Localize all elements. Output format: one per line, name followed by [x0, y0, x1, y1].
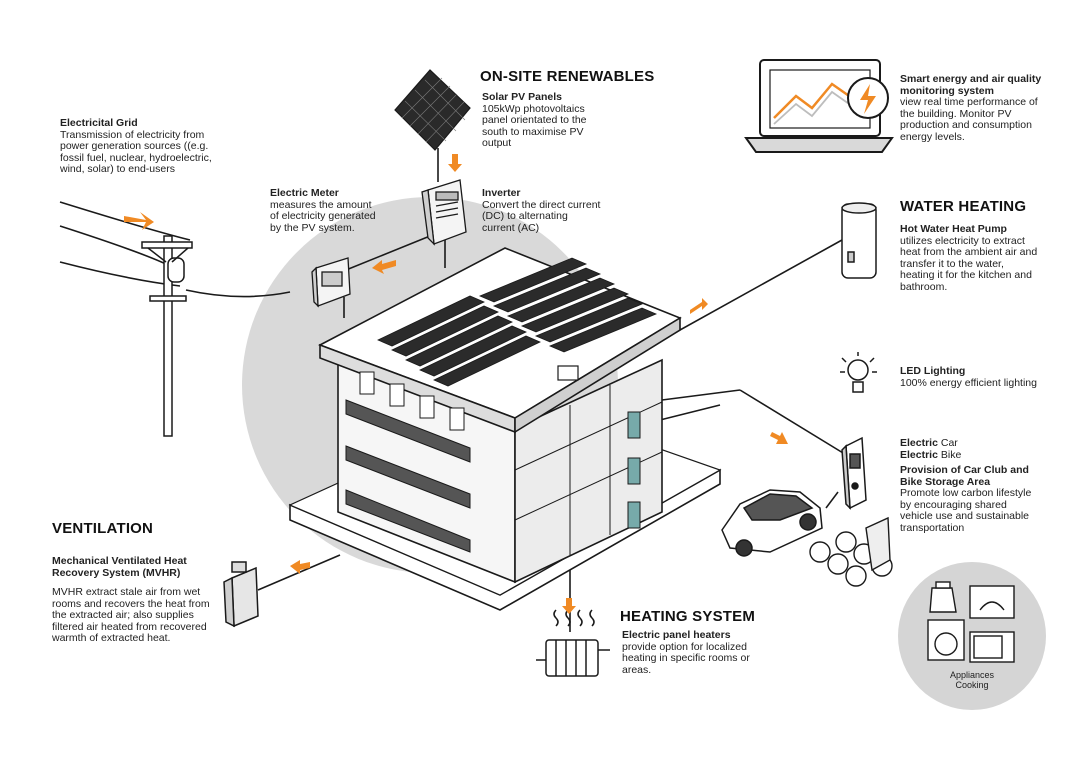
grid-title: Electricital Grid: [60, 117, 138, 129]
meter-title: Electric Meter: [270, 187, 339, 199]
laptop-monitor-icon: [744, 59, 894, 153]
microwave-icon: [969, 631, 1015, 663]
heating-label: Electric panel heaters provide option fo…: [622, 629, 752, 676]
ventilation-heading: VENTILATION: [52, 520, 154, 537]
flow-arrows: [124, 154, 788, 614]
mvhr-unit-icon: [223, 561, 259, 628]
appliances-line: Appliances: [949, 670, 995, 680]
oven-icon: [969, 585, 1015, 619]
water-label: Hot Water Heat Pump utilizes electricity…: [900, 223, 1040, 293]
bicycle-icon: [809, 516, 893, 587]
solar-panel-icon: [394, 69, 471, 151]
mvhr-desc: MVHR extract stale air from wet rooms an…: [52, 586, 210, 644]
inverter-desc: Convert the direct current (DC) to alter…: [482, 198, 601, 234]
electric-car-line: Electric Car: [900, 437, 1040, 450]
appliances-label: Appliances Cooking: [932, 670, 1012, 690]
water-desc: utilizes electricity to extract heat fro…: [900, 234, 1038, 293]
electric-car-rest: Car: [937, 437, 958, 449]
roof-skylight: [557, 365, 579, 381]
grid-desc: Transmission of electricity from power g…: [60, 128, 212, 175]
facade-windows: [345, 371, 471, 553]
heaters-title: Electric panel heaters: [622, 629, 731, 641]
heaters-desc: provide option for localized heating in …: [622, 640, 750, 676]
vehicles-label: Electric Car Electric Bike Provision of …: [900, 437, 1040, 534]
solar-desc: 105kWp photovoltaics panel orientated to…: [482, 102, 587, 149]
arrow-water: [690, 298, 708, 314]
lightbulb-icon: [840, 352, 877, 393]
roof-solar-array: [377, 257, 658, 387]
renewables-heading: ON-SITE RENEWABLES: [480, 68, 655, 85]
water-heating-heading: WATER HEATING: [900, 198, 1027, 215]
arrow-grid: [124, 212, 154, 230]
arrow-meter: [372, 260, 396, 274]
ventilation-label: Mechanical Ventilated Heat Recovery Syst…: [52, 555, 212, 645]
solar-title: Solar PV Panels: [482, 91, 562, 103]
monitoring-label: Smart energy and air quality monitoring …: [900, 73, 1050, 143]
led-title: LED Lighting: [900, 365, 966, 377]
arrow-vent: [290, 560, 310, 574]
solar-label: Solar PV Panels 105kWp photovoltaics pan…: [482, 91, 612, 150]
car-club-desc: Promote low carbon lifestyle by encourag…: [900, 487, 1032, 534]
monitoring-title: Smart energy and air quality monitoring …: [900, 73, 1042, 97]
cooking-line: Cooking: [955, 680, 989, 690]
electric-bike-rest: Bike: [937, 448, 962, 461]
arrow-solar: [448, 154, 462, 172]
electric-bike-line: Electric Bike: [900, 448, 1040, 462]
car-icon: [721, 489, 823, 557]
kettle-icon: [929, 581, 957, 613]
arrow-heating: [562, 598, 576, 614]
led-desc: 100% energy efficient lighting: [900, 376, 1037, 389]
cutaway-floors: [514, 385, 663, 555]
electric-bike-bold: Electric: [900, 448, 938, 461]
inverter-title: Inverter: [482, 187, 521, 199]
inverter-label: Inverter Convert the direct current (DC)…: [482, 187, 602, 234]
electric-meter-icon: [311, 257, 351, 308]
ev-charger-icon: [841, 436, 867, 510]
water-heater-icon: [841, 202, 877, 279]
inverter-icon: [421, 179, 467, 246]
car-club-title: Provision of Car Club and Bike Storage A…: [900, 464, 1029, 488]
grid-label: Electricital Grid Transmission of electr…: [60, 117, 228, 176]
washing-machine-icon: [927, 619, 965, 661]
meter-label: Electric Meter measures the amount of el…: [270, 187, 380, 234]
meter-desc: measures the amount of electricity gener…: [270, 198, 376, 234]
monitoring-desc: view real time performance of the buildi…: [900, 96, 1038, 143]
arrow-car: [770, 432, 788, 444]
radiator-icon: [536, 609, 610, 677]
electric-car-bold: Electric: [900, 437, 938, 449]
utility-pole-icon: [141, 235, 193, 437]
heating-heading: HEATING SYSTEM: [620, 608, 756, 625]
water-title: Hot Water Heat Pump: [900, 223, 1007, 235]
mvhr-title: Mechanical Ventilated Heat Recovery Syst…: [52, 555, 187, 579]
led-label: LED Lighting 100% energy efficient light…: [900, 365, 1060, 389]
lightning-icon: [847, 77, 889, 119]
